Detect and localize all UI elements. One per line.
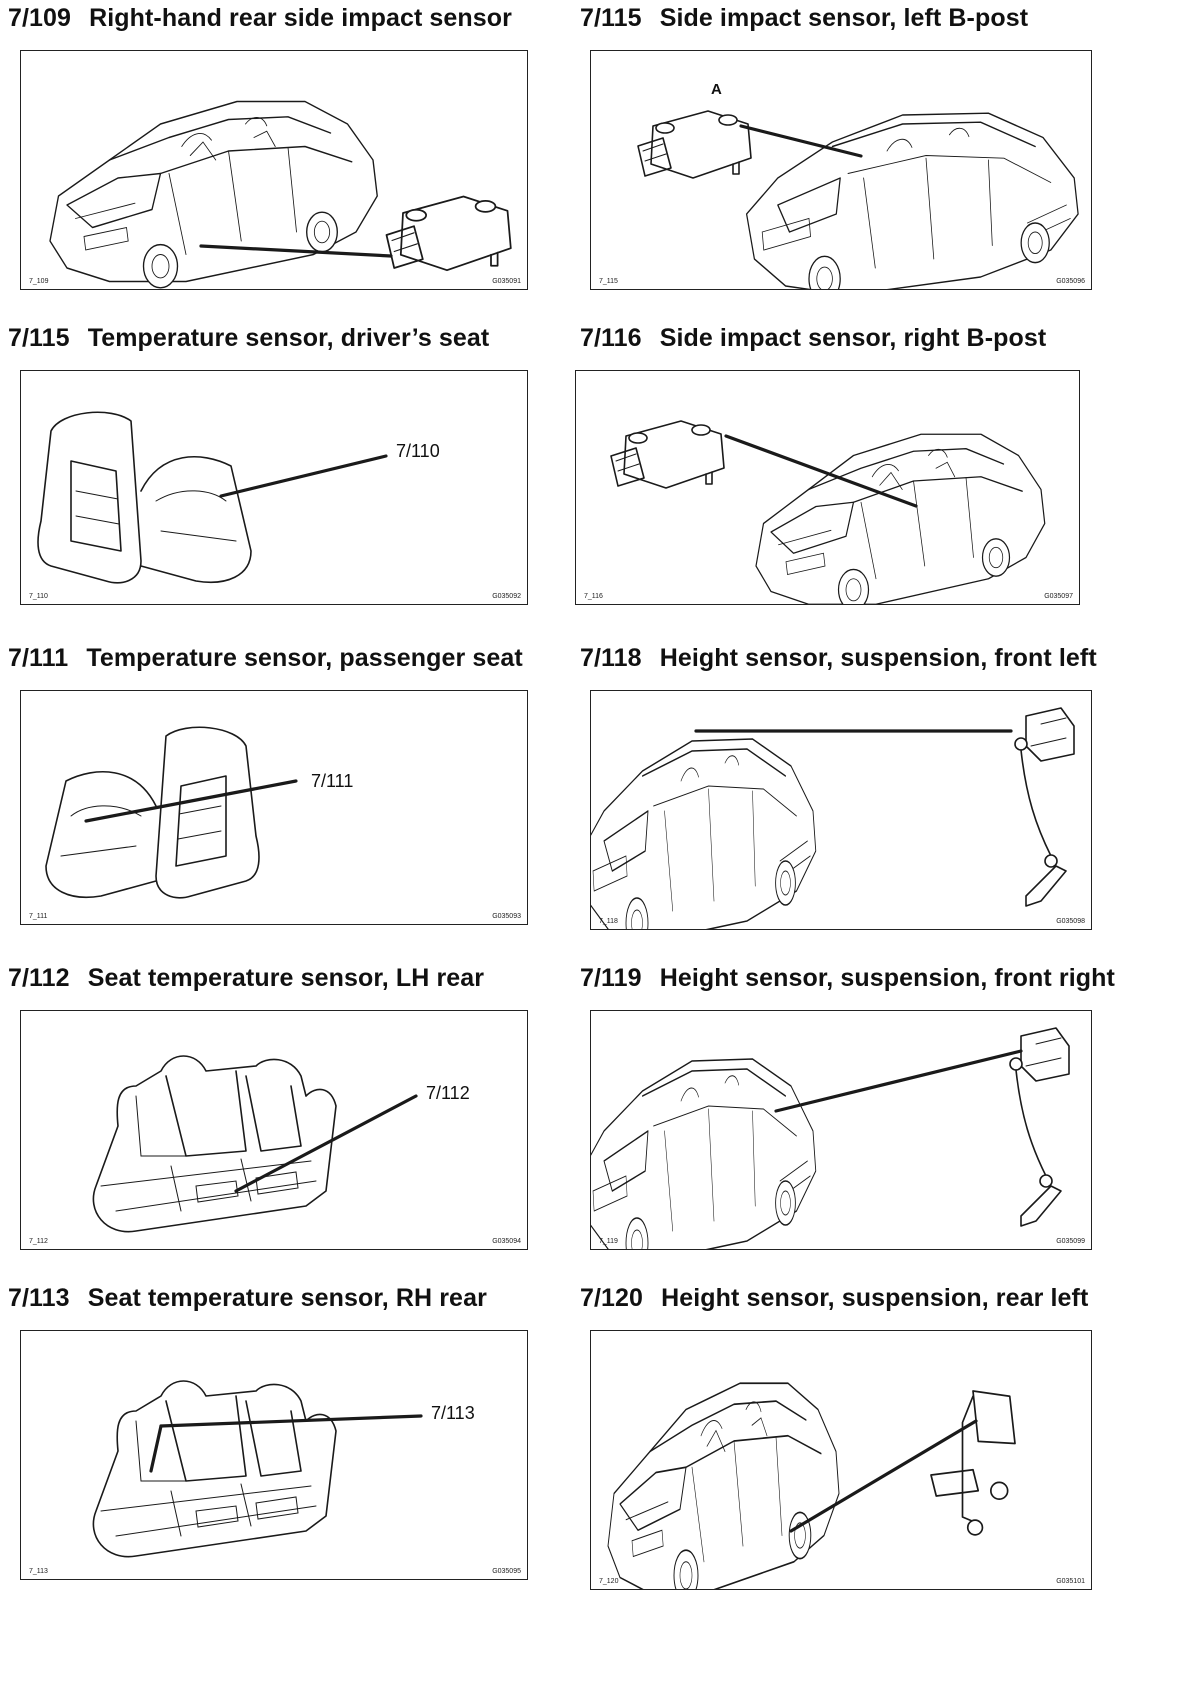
figure-ref-left: 7_118 xyxy=(599,918,618,925)
figure-ref-left: 7_119 xyxy=(599,1238,618,1245)
panel-title: Height sensor, suspension, front right xyxy=(659,964,1115,992)
figure-ref-left: 7_112 xyxy=(29,1238,48,1245)
panel-number: 7/109 xyxy=(8,4,72,32)
right-b-post-sensor-illustration xyxy=(610,420,1046,604)
panel-title: Side impact sensor, left B-post xyxy=(659,4,1029,32)
panel-7-119: 7/119 Height sensor, suspension, front ri… xyxy=(570,960,1200,1280)
figure-ref-left: 7_110 xyxy=(29,593,48,600)
figure-ref-right: G035101 xyxy=(1056,1578,1085,1585)
panel-heading: 7/116 Side impact sensor, right B-post xyxy=(580,324,1046,353)
figure-frame: 7/110 7_110 G035092 xyxy=(20,370,528,605)
panel-number: 7/116 xyxy=(580,324,642,352)
figure-frame: 7/113 7_113 G035095 xyxy=(20,1330,528,1580)
figure-ref-left: 7_111 xyxy=(29,913,48,920)
panel-title: Seat temperature sensor, RH rear xyxy=(87,1284,487,1312)
figure-ref-right: G035098 xyxy=(1056,918,1085,925)
figure-frame: 7_120 G035101 xyxy=(590,1330,1092,1590)
panel-title: Temperature sensor, driver’s seat xyxy=(87,324,490,352)
driver-seat-illustration xyxy=(37,411,388,584)
figure-ref-right: G035099 xyxy=(1056,1238,1085,1245)
panel-number: 7/115 xyxy=(8,324,70,352)
figure-ref-right: G035092 xyxy=(492,593,521,600)
front-right-height-sensor-illustration xyxy=(591,1027,1070,1249)
callout-label: 7/112 xyxy=(426,1083,470,1103)
panel-title: Temperature sensor, passenger seat xyxy=(86,644,523,672)
panel-title: Side impact sensor, right B-post xyxy=(659,324,1047,352)
panel-heading: 7/111 Temperature sensor, passenger seat xyxy=(8,644,523,673)
panel-title: Height sensor, suspension, rear left xyxy=(661,1284,1089,1312)
left-b-post-sensor-illustration xyxy=(637,110,1079,289)
panel-7-112: 7/112 Seat temperature sensor, LH rear 7/… xyxy=(0,960,580,1280)
panel-heading: 7/109 Right-hand rear side impact sensor xyxy=(8,4,512,33)
figure-ref-right: G035095 xyxy=(492,1568,521,1575)
figure-ref-left: 7_113 xyxy=(29,1568,48,1575)
figure-frame: 7_118 G035098 xyxy=(590,690,1092,930)
panel-7-115-driver-seat: 7/115 Temperature sensor, driver’s seat 7… xyxy=(0,320,580,640)
panel-number: 7/111 xyxy=(8,644,69,672)
rear-impact-sensor-illustration xyxy=(49,100,512,289)
figure-ref-right: G035093 xyxy=(492,913,521,920)
panel-title: Right-hand rear side impact sensor xyxy=(89,4,513,32)
panel-heading: 7/113 Seat temperature sensor, RH rear xyxy=(8,1284,487,1313)
figure-ref-right: G035091 xyxy=(492,278,521,285)
panel-heading: 7/112 Seat temperature sensor, LH rear xyxy=(8,964,484,993)
figure-frame: 7/112 7_112 G035094 xyxy=(20,1010,528,1250)
panel-heading: 7/115 Side impact sensor, left B-post xyxy=(580,4,1028,33)
figure-frame: 7_116 G035097 xyxy=(575,370,1080,605)
callout-label: 7/113 xyxy=(431,1403,475,1423)
panel-7-113: 7/113 Seat temperature sensor, RH rear 7/… xyxy=(0,1280,580,1707)
figure-frame: 7/111 7_111 G035093 xyxy=(20,690,528,925)
panel-heading: 7/119 Height sensor, suspension, front ri… xyxy=(580,964,1115,993)
panel-number: 7/113 xyxy=(8,1284,70,1312)
figure-ref-right: G035096 xyxy=(1056,278,1085,285)
figure-ref-left: 7_120 xyxy=(599,1578,619,1585)
panel-number: 7/118 xyxy=(580,644,642,672)
figure-ref-left: 7_109 xyxy=(29,278,49,285)
panel-number: 7/120 xyxy=(580,1284,644,1312)
figure-frame: A 7_115 G035096 xyxy=(590,50,1092,290)
figure-ref-right: G035094 xyxy=(492,1238,521,1245)
rh-rear-seat-illustration xyxy=(92,1380,423,1558)
panel-title: Height sensor, suspension, front left xyxy=(659,644,1097,672)
figure-ref-left: 7_116 xyxy=(584,593,603,600)
callout-label: 7/111 xyxy=(311,771,354,791)
lh-rear-seat-illustration xyxy=(92,1055,418,1233)
panel-number: 7/115 xyxy=(580,4,642,32)
figure-ref-right: G035097 xyxy=(1044,593,1073,600)
callout-label: 7/110 xyxy=(396,441,440,461)
passenger-seat-illustration xyxy=(45,726,298,899)
figure-frame: 7_119 G035099 xyxy=(590,1010,1092,1250)
panel-7-115-left-b-post: 7/115 Side impact sensor, left B-post A 7… xyxy=(570,0,1200,320)
figure-frame: 7_109 G035091 xyxy=(20,50,528,290)
panel-title: Seat temperature sensor, LH rear xyxy=(87,964,485,992)
figure-ref-left: 7_115 xyxy=(599,278,618,285)
panel-heading: 7/115 Temperature sensor, driver’s seat xyxy=(8,324,489,353)
panel-7-116: 7/116 Side impact sensor, right B-post 7_… xyxy=(570,320,1200,640)
panel-7-120: 7/120 Height sensor, suspension, rear lef… xyxy=(570,1280,1200,1707)
panel-heading: 7/120 Height sensor, suspension, rear lef… xyxy=(580,1284,1088,1313)
panel-number: 7/119 xyxy=(580,964,642,992)
panel-number: 7/112 xyxy=(8,964,70,992)
panel-heading: 7/118 Height sensor, suspension, front le… xyxy=(580,644,1097,673)
callout-letter-a: A xyxy=(711,81,722,98)
rear-left-height-sensor-illustration xyxy=(607,1382,1016,1589)
front-left-height-sensor-illustration xyxy=(591,707,1075,929)
panel-7-118: 7/118 Height sensor, suspension, front le… xyxy=(570,640,1200,960)
